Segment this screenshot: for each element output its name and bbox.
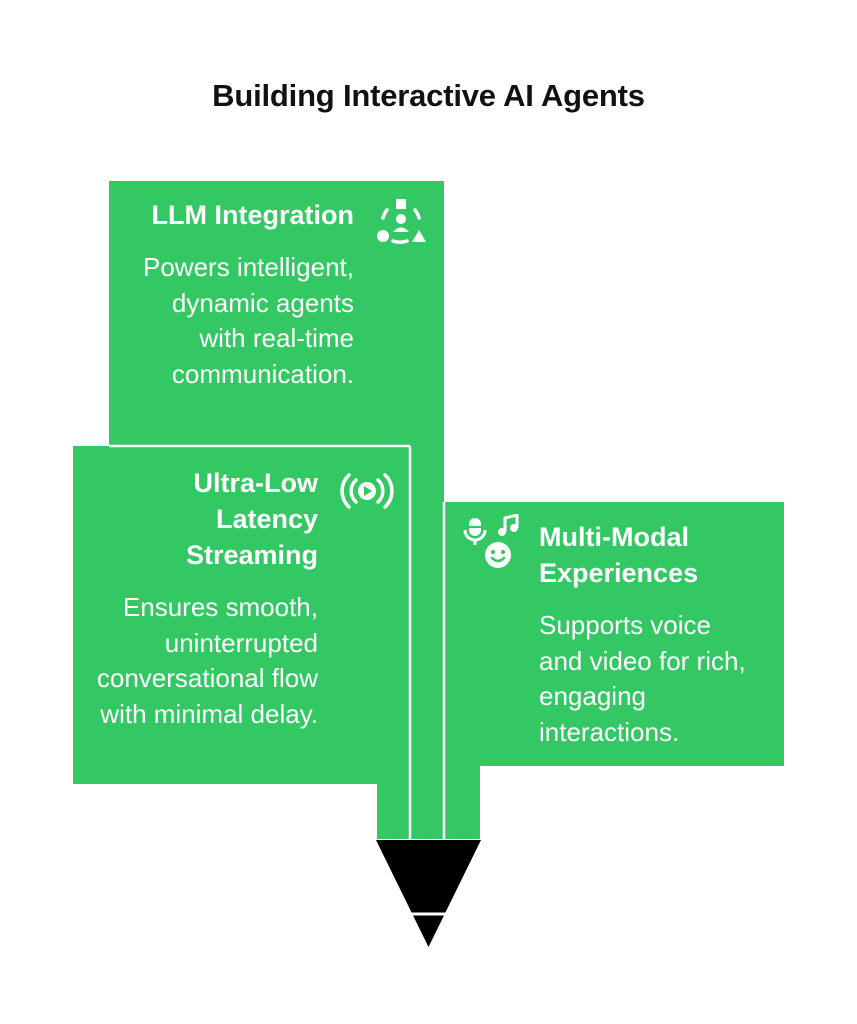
pencil-tip xyxy=(376,840,481,947)
llm-integration-panel xyxy=(109,181,444,839)
multimodal-description: Supports voice and video for rich, engag… xyxy=(539,610,746,747)
llm-integration-heading: LLM Integration xyxy=(151,200,354,230)
integration-nodes-icon xyxy=(377,199,426,245)
diagram-title: Building Interactive AI Agents xyxy=(212,78,645,113)
broadcast-play-icon xyxy=(340,473,394,509)
llm-integration-description: Powers intelligent, dynamic agents with … xyxy=(143,252,354,389)
latency-streaming-description: Ensures smooth, uninterrupted conversati… xyxy=(96,592,318,729)
multimodal-heading: Multi-Modal Experiences xyxy=(539,522,699,588)
mic-music-face-icon xyxy=(463,514,519,568)
latency-streaming-heading: Ultra-Low Latency Streaming xyxy=(185,468,318,570)
multimodal-experiences-panel xyxy=(444,502,784,839)
latency-streaming-panel xyxy=(73,446,410,839)
